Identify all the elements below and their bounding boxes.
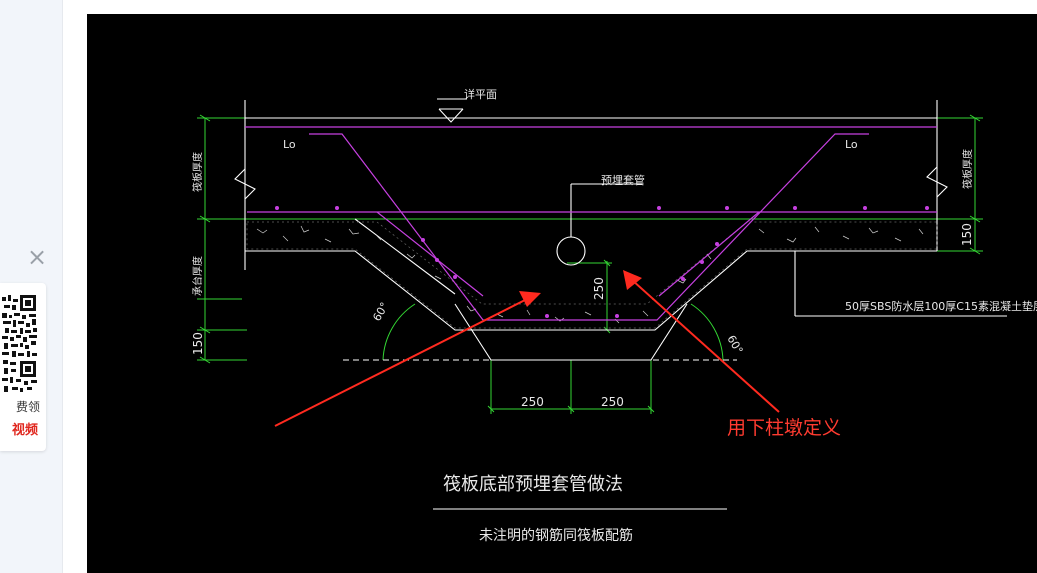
close-icon[interactable]: ×	[26, 243, 48, 271]
angle-right-label: 60°	[724, 333, 745, 356]
dim-150-right: 150	[960, 223, 974, 246]
cad-drawing: 详平面 Lo Lo 预埋套管 250 250 250 150 150 60° 6…	[191, 87, 1037, 544]
left-sidebar: ×	[0, 0, 63, 573]
qr-promo-card[interactable]: 费领 视频	[0, 283, 46, 451]
dimension-lines	[197, 114, 983, 414]
qr-caption-1: 费领	[15, 400, 40, 414]
right-label-raft-thickness: 筏板厚度	[961, 149, 974, 189]
left-label-cap-thickness: 承台厚度	[191, 256, 204, 296]
lo-left-label: Lo	[283, 138, 296, 151]
drawing-subtitle: 未注明的钢筋同筏板配筋	[479, 527, 633, 544]
drawing-title: 筏板底部预埋套管做法	[443, 474, 623, 495]
dim-250-vertical: 250	[592, 277, 606, 300]
annotation-label: 用下柱墩定义	[727, 417, 841, 439]
qr-code-icon	[0, 293, 40, 401]
qr-caption-2: 视频	[11, 423, 38, 438]
cad-drawing-canvas: 详平面 Lo Lo 预埋套管 250 250 250 150 150 60° 6…	[87, 14, 1037, 573]
rebar-lines	[245, 126, 937, 321]
annotation-arrows	[274, 270, 780, 427]
datum-label: 详平面	[464, 87, 497, 101]
dim-250-right: 250	[601, 395, 624, 409]
angle-left-label: 60°	[370, 300, 391, 323]
dim-150-left: 150	[191, 332, 205, 355]
cushion-note: 50厚SBS防水层100厚C15素混凝土垫层	[845, 299, 1037, 313]
left-label-raft-thickness: 筏板厚度	[191, 152, 204, 192]
rebar-dots	[275, 206, 929, 318]
concrete-hatch	[246, 221, 938, 329]
dim-250-left: 250	[521, 395, 544, 409]
sleeve-label: 预埋套管	[601, 173, 645, 187]
lo-right-label: Lo	[845, 138, 858, 151]
